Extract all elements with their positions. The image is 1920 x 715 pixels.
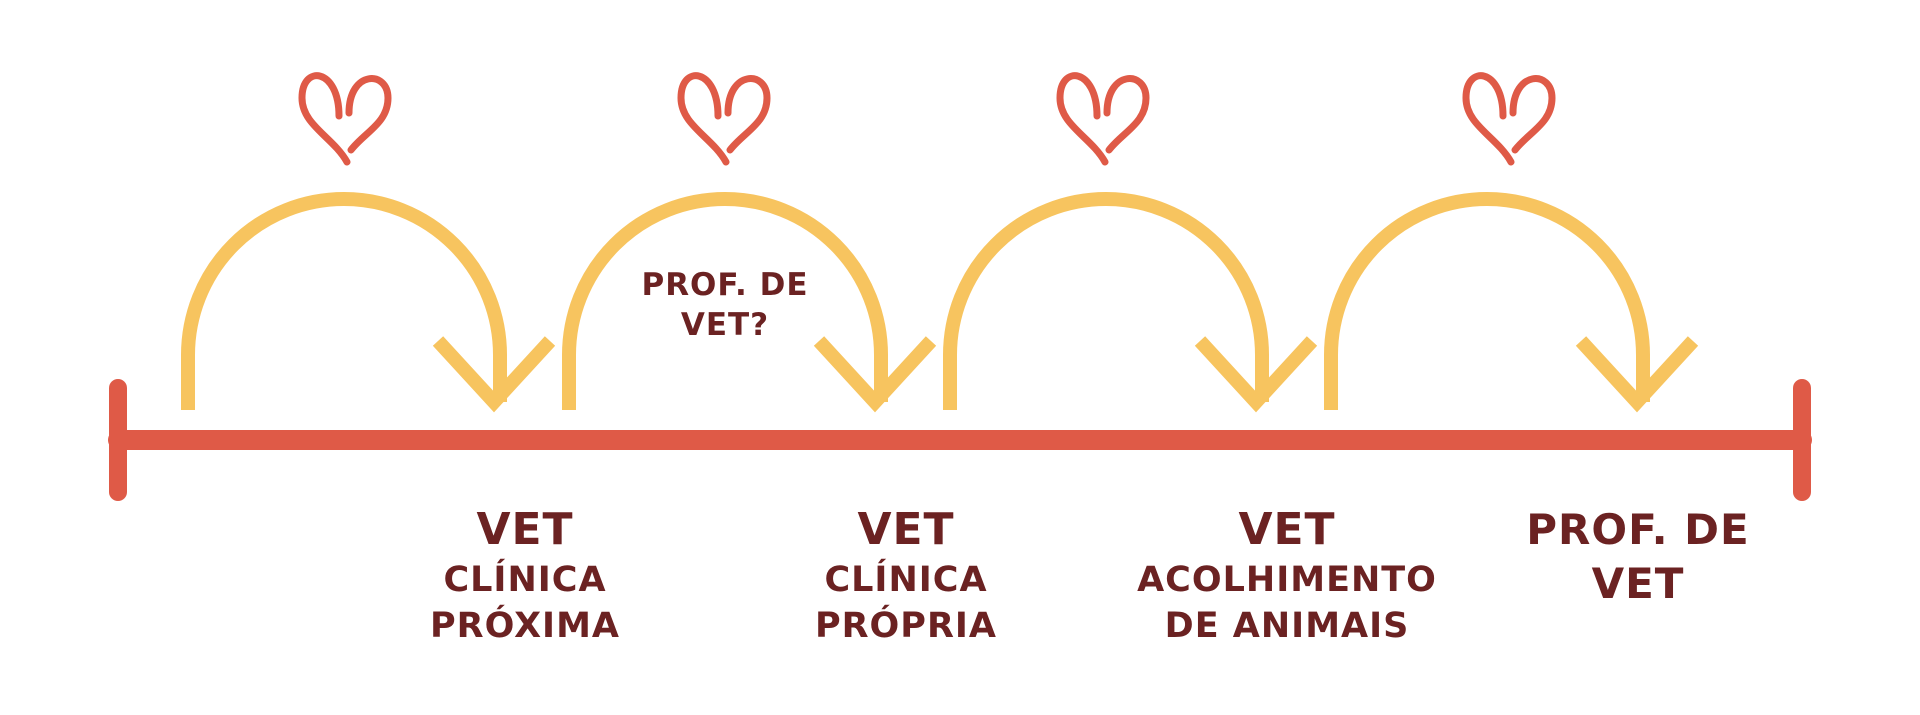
stage-line-2: PRÓXIMA — [429, 606, 621, 646]
arc-note: PROF. DE VET? — [605, 265, 845, 345]
stage-label-3: VET ACOLHIMENTO DE ANIMAIS — [1117, 503, 1457, 649]
arc-note-line-1: PROF. DE — [641, 267, 809, 303]
stage-line-1: CLÍNICA — [824, 560, 988, 600]
stage-line-2: PRÓPRIA — [814, 606, 998, 646]
timeline — [108, 379, 1812, 501]
stage-line-2: DE ANIMAIS — [1164, 606, 1410, 646]
arc-arrow-3 — [943, 192, 1318, 413]
arc-note-line-2: VET? — [680, 307, 770, 343]
arc-arrow-4 — [1324, 192, 1699, 413]
heart-icon — [298, 72, 392, 166]
arc-arrow-2 — [562, 192, 937, 413]
heart-icon — [1056, 72, 1150, 166]
stage-title: VET — [1238, 504, 1336, 555]
stage-line-1: CLÍNICA — [443, 560, 607, 600]
arrow-down-icon — [1575, 336, 1699, 413]
arrow-down-icon — [432, 336, 556, 413]
stage-line-2: VET — [1591, 559, 1685, 608]
arc-arrow-1 — [181, 192, 556, 413]
stage-title: VET — [476, 504, 574, 555]
arrow-down-icon — [1194, 336, 1318, 413]
stage-title: VET — [857, 504, 955, 555]
stage-label-2: VET CLÍNICA PRÓPRIA — [736, 503, 1076, 649]
stage-label-4: PROF. DE VET — [1468, 503, 1808, 611]
stage-line-1: PROF. DE — [1526, 505, 1750, 554]
heart-icon — [677, 72, 771, 166]
heart-icon — [1462, 72, 1556, 166]
stage-line-1: ACOLHIMENTO — [1137, 560, 1437, 600]
arrow-down-icon — [813, 336, 937, 413]
stage-label-1: VET CLÍNICA PRÓXIMA — [355, 503, 695, 649]
